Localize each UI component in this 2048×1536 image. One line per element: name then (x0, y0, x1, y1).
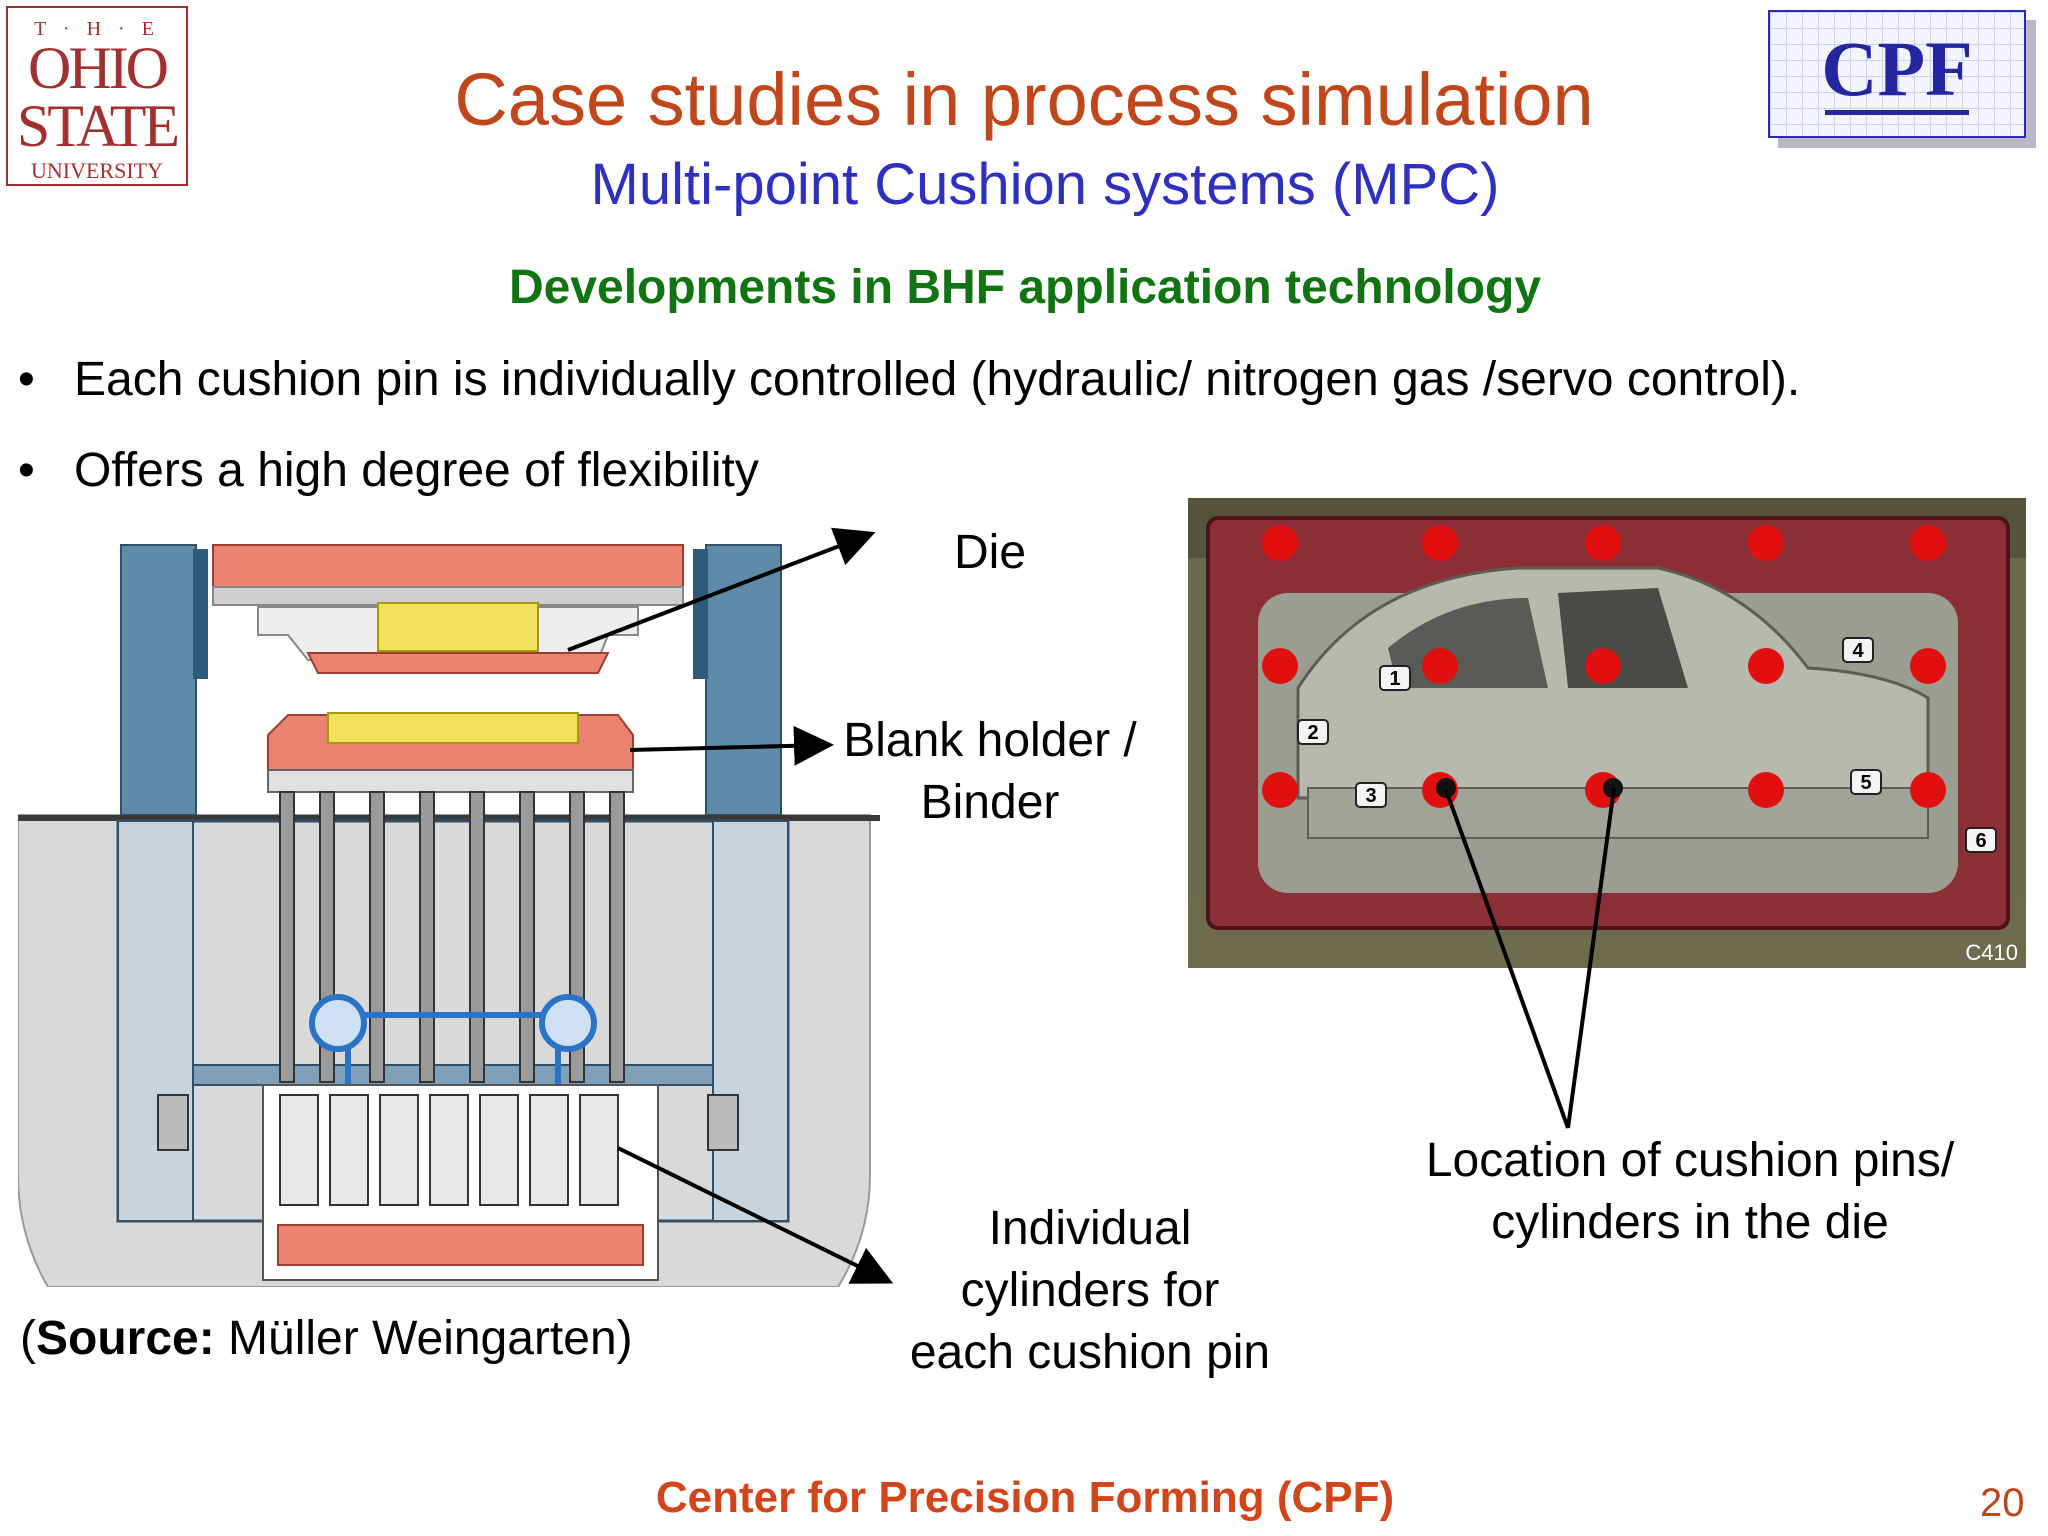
source-rest: Müller Weingarten) (214, 1312, 633, 1365)
die-label-text: Die (953, 526, 1027, 579)
bullet-text: Each cushion pin is individually control… (74, 353, 1801, 406)
cylinders-label-line: cylinders for (960, 1264, 1220, 1317)
page-number: 20 (1980, 1481, 2025, 1525)
marker-2: 2 (1307, 722, 1318, 744)
pin-dot (1262, 648, 1298, 684)
binder-label-line: Binder (920, 776, 1060, 829)
marker-3: 3 (1365, 785, 1376, 807)
pin-dot (1748, 772, 1784, 808)
marker-6: 6 (1975, 830, 1986, 852)
bullet-item: • Each cushion pin is individually contro… (18, 350, 1800, 410)
cpf-logo-underline (1825, 110, 1969, 115)
pin-dot (1422, 648, 1458, 684)
binder-label-line: Blank holder / (843, 714, 1137, 767)
pins-label-line: Location of cushion pins/ (1425, 1134, 1955, 1187)
marker-5: 5 (1860, 772, 1871, 794)
photo-code: C410 (1965, 940, 2018, 965)
cylinders-label: Individual cylinders for each cushion pi… (880, 1198, 1300, 1384)
pin-dot (1910, 772, 1946, 808)
pin-dot (1910, 648, 1946, 684)
source-bold: Source: (35, 1312, 215, 1365)
die-label: Die (920, 522, 1060, 584)
pin-dot (1748, 648, 1784, 684)
section-heading: Developments in BHF application technolo… (508, 261, 1542, 314)
slide-title: Case studies in process simulation (454, 58, 1594, 141)
pin-dot (1262, 525, 1298, 561)
bullet-dot: • (18, 353, 35, 406)
cpf-logo: CPF (1768, 10, 2026, 138)
ohio-state-logo: T · H · E OHIO STATE UNIVERSITY (6, 6, 188, 186)
pin-dot (1422, 525, 1458, 561)
press-cross-section-diagram (18, 544, 880, 1287)
pin-dot (1748, 525, 1784, 561)
logo-university: UNIVERSITY (31, 158, 163, 183)
source-prefix: ( (20, 1312, 36, 1365)
bullet-text: Offers a high degree of flexibility (74, 444, 759, 497)
slide-subtitle: Multi-point Cushion systems (MPC) (590, 152, 1500, 217)
binder-label: Blank holder / Binder (820, 710, 1160, 834)
logo-the: T · H · E (34, 18, 160, 40)
marker-4: 4 (1852, 640, 1864, 662)
logo-ohio: OHIO (28, 35, 169, 101)
pin-highlight (1436, 778, 1456, 798)
pin-highlight (1603, 778, 1623, 798)
footer-text: Center for Precision Forming (CPF) (655, 1473, 1395, 1522)
logo-state: STATE (16, 93, 180, 159)
cylinders-label-line: Individual (988, 1202, 1192, 1255)
pin-dot (1585, 648, 1621, 684)
pin-dot (1262, 772, 1298, 808)
bullet-dot: • (18, 444, 35, 497)
source-citation: (Source: Müller Weingarten) (20, 1308, 633, 1370)
pin-dot (1585, 525, 1621, 561)
cylinders-label-line: each cushion pin (909, 1326, 1271, 1379)
die-photo: 1 2 3 4 5 6 C410 (1188, 498, 2026, 968)
marker-1: 1 (1389, 668, 1400, 690)
pins-label-line: cylinders in the die (1491, 1196, 1889, 1249)
pin-dot (1910, 525, 1946, 561)
bullet-item: • Offers a high degree of flexibility (18, 441, 759, 501)
cpf-logo-text: CPF (1821, 25, 1973, 112)
cushion-pins-label: Location of cushion pins/ cylinders in t… (1370, 1130, 2010, 1254)
